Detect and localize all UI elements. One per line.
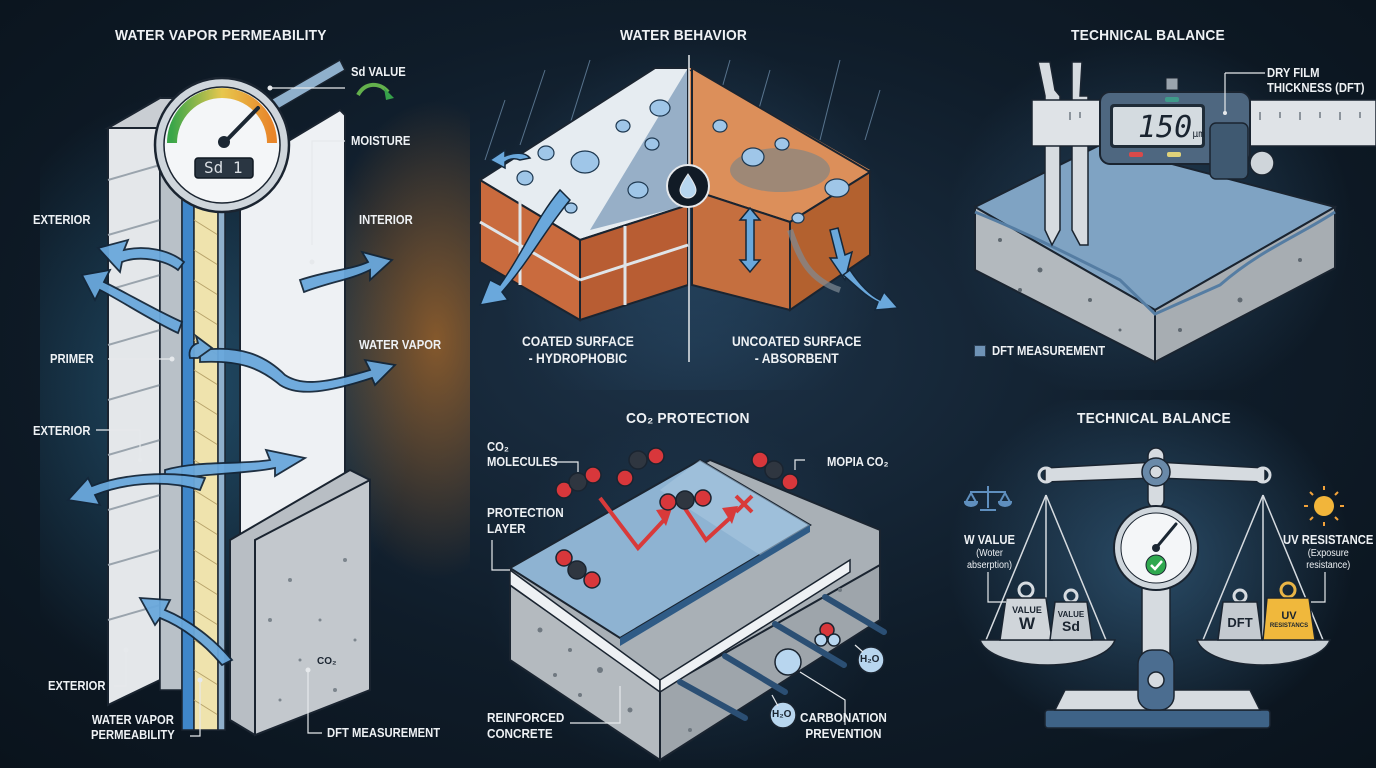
label-mopia-co2: MOPIA CO₂ [827, 455, 889, 469]
weight-w-top: VALUE [1012, 605, 1042, 615]
water-drop-icon [666, 164, 710, 208]
caliper-value: 150 [1138, 110, 1193, 145]
label-uncoated-line2: - ABSORBENT [754, 351, 839, 366]
label-co2-molecules-line2: MOLECULES [487, 455, 558, 469]
label-protection-line2: LAYER [487, 521, 526, 536]
label-uv-sub2: resistance) [1306, 560, 1351, 571]
weight-w-bottom: W [1018, 614, 1036, 633]
panel-vapor-permeability: Sd 1 WATER VAPOR PERMEABILITY Sd VALUE M… [0, 0, 460, 768]
label-w-value-sub1: (Woter [976, 548, 1003, 559]
label-dft-line2: THICKNESS (DFT) [1267, 81, 1365, 95]
weight-uv: UV RESISTANCS [1265, 610, 1313, 630]
label-carbonation-prevention: CARBONATION PREVENTION [800, 710, 887, 742]
panel-dft-measurement: 150µm TECHNICAL BALANCE DRY FILM THICKNE… [920, 0, 1376, 390]
caliper-unit: µm [1192, 129, 1205, 140]
label-w-value-sub2: abserption) [967, 560, 1013, 571]
concrete-slab-illustration [491, 447, 887, 762]
panel-water-behavior: WATER BEHAVIOR COATED SURFACE - HYDROPHO… [460, 0, 920, 390]
weight-uv-bottom: RESISTANCS [1269, 623, 1309, 629]
label-exterior-top: EXTERIOR [33, 213, 91, 227]
label-protection-line1: PROTECTION [487, 505, 564, 520]
label-carbonation-line1: CARBONATION [800, 710, 887, 725]
legend-dft-measurement: DFT MEASUREMENT [992, 344, 1106, 358]
label-uncoated-line1: UNCOATED SURFACE [732, 334, 862, 349]
panel-title-water: WATER BEHAVIOR [620, 27, 748, 44]
label-dft-line1: DRY FILM [1267, 66, 1320, 80]
label-permeability: WATER VAPOR PERMEABILITY [91, 713, 175, 743]
sd-gauge-display: Sd 1 [204, 158, 243, 177]
panel-title-vapor: WATER VAPOR PERMEABILITY [115, 27, 327, 44]
balance-scale-illustration [963, 447, 1344, 729]
label-coated-surface: COATED SURFACE - HYDROPHOBIC [522, 333, 634, 367]
label-w-value: W VALUE (Woter abserption) [964, 533, 1015, 572]
label-carbonation-line2: PREVENTION [805, 726, 882, 741]
label-water-vapor: WATER VAPOR [359, 338, 442, 352]
label-permeability-line1: WATER VAPOR [91, 713, 174, 727]
label-w-value-title: W VALUE [964, 533, 1016, 547]
weight-sd-top: VALUE [1057, 610, 1085, 619]
label-sd-value: Sd VALUE [351, 65, 406, 79]
wall-section-illustration [66, 58, 397, 737]
label-primer: PRIMER [50, 352, 94, 366]
label-dry-film-thickness: DRY FILM THICKNESS (DFT) [1267, 66, 1364, 96]
label-coated-line1: COATED SURFACE [522, 334, 634, 349]
weight-sd-bottom: Sd [1062, 618, 1080, 634]
panel-title-dft: TECHNICAL BALANCE [1071, 27, 1225, 44]
label-moisture: MOISTURE [351, 134, 411, 148]
label-protection-layer: PROTECTION LAYER [487, 505, 564, 537]
label-co2-molecules: CO₂ MOLECULES [487, 440, 558, 470]
label-coated-line2: - HYDROPHOBIC [528, 351, 628, 366]
label-dft-measurement-left: DFT MEASUREMENT [327, 726, 441, 740]
panel-title-co2: CO₂ PROTECTION [626, 410, 750, 427]
label-uv-sub1: (Exposure [1307, 548, 1349, 559]
panel-technical-balance: VALUE W VALUE Sd DFT UV RESISTANCS TECHN… [920, 390, 1376, 768]
label-reinforced-line2: CONCRETE [487, 726, 553, 741]
label-exterior-mid: EXTERIOR [33, 424, 91, 438]
label-interior: INTERIOR [359, 213, 413, 227]
sun-icon [1304, 486, 1344, 526]
weight-uv-top: UV [1281, 610, 1297, 622]
label-uncoated-surface: UNCOATED SURFACE - ABSORBENT [732, 333, 861, 367]
scales-icon [965, 486, 1011, 512]
weight-value-w: VALUE W [1004, 605, 1050, 633]
label-uv-title: UV RESISTANCE [1283, 533, 1374, 547]
label-reinforced-line1: REINFORCED [487, 710, 565, 725]
legend-swatch [974, 345, 986, 357]
weight-value-sd: VALUE Sd [1053, 610, 1089, 634]
panel-co2-protection: CO₂ H₂O H₂O CO₂ PROTECTION CO₂ MOLECULES… [317, 390, 920, 768]
label-exterior-bottom: EXTERIOR [48, 679, 106, 693]
panel-title-balance: TECHNICAL BALANCE [1077, 410, 1231, 427]
label-reinforced-concrete: REINFORCED CONCRETE [487, 710, 564, 742]
label-co2-molecules-line1: CO₂ [487, 440, 509, 454]
bubble-co2: CO₂ [317, 656, 337, 667]
caliper-illustration [972, 61, 1376, 364]
label-permeability-line2: PERMEABILITY [91, 728, 175, 742]
caliper-reading: 150µm [1138, 110, 1204, 145]
bubble-h2o-right: H₂O [860, 654, 880, 665]
bubble-h2o-left: H₂O [772, 709, 792, 720]
brick-comparison-illustration [478, 55, 900, 362]
label-uv-resistance: UV RESISTANCE (Exposure resistance) [1283, 533, 1373, 572]
weight-dft: DFT [1227, 615, 1253, 630]
